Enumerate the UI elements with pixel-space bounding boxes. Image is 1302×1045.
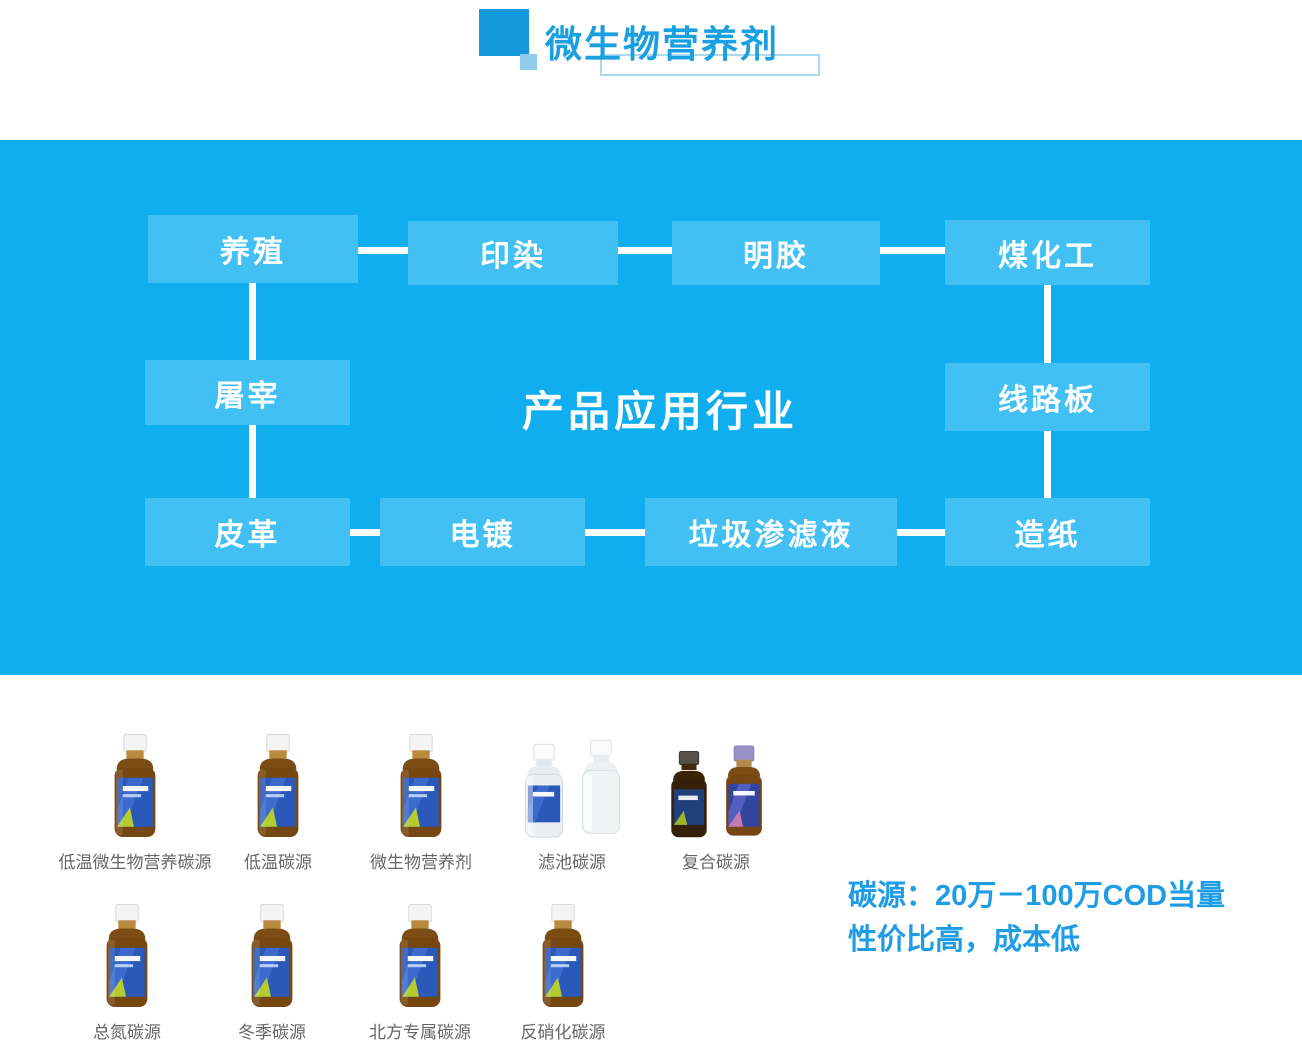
diagram-node-landfill-leachate: 垃圾渗滤液 [645,498,897,566]
diagram-node-circuit-board: 线路板 [945,363,1150,431]
product-bottle-image [518,733,627,839]
product-card: 滤池碳源 [487,733,657,873]
diagram-node-leather: 皮革 [145,498,350,566]
product-card: 北方专属碳源 [335,903,505,1043]
product-card: 微生物营养剂 [346,733,496,873]
product-card: 低温碳源 [203,733,353,873]
connector-line [897,529,945,536]
connector-line [880,247,945,254]
diagram-node-electroplating: 电镀 [380,498,585,566]
connector-line [249,283,256,360]
product-bottle-image [106,733,164,839]
product-card: 冬季碳源 [197,903,347,1043]
product-label: 低温碳源 [244,853,312,872]
product-bottle-image [249,733,307,839]
product-card: 低温微生物营养碳源 [35,733,235,873]
note-line-1: 碳源：20万－100万COD当量 [848,880,1226,912]
connector-line [618,247,672,254]
product-label: 低温微生物营养碳源 [58,853,212,872]
product-label: 微生物营养剂 [370,853,472,872]
product-bottle-image [391,903,449,1009]
product-card: 复合碳源 [641,733,791,873]
product-bottle-image [98,903,156,1009]
diagram-node-coal-chemical: 煤化工 [945,220,1150,285]
title-square-icon [479,9,529,56]
product-bottle-image [392,733,450,839]
diagram-center-title: 产品应用行业 [522,388,799,435]
product-card: 反硝化碳源 [488,903,638,1043]
connector-line [1044,285,1051,363]
title-underline-box [600,54,820,76]
diagram-node-papermaking: 造纸 [945,498,1150,566]
connector-line [585,529,645,536]
connector-line [358,247,408,254]
diagram-node-gelatin: 明胶 [672,221,880,285]
product-bottle-image [664,733,769,839]
product-label: 滤池碳源 [538,853,606,872]
connector-line [249,425,256,498]
product-label: 冬季碳源 [238,1023,306,1042]
product-bottle-image [243,903,301,1009]
industry-diagram-banner: 养殖 印染 明胶 煤化工 屠宰 线路板 皮革 电镀 垃圾渗滤液 造纸 产品应用行… [0,140,1302,675]
diagram-node-printing-dyeing: 印染 [408,221,618,285]
product-bottle-image [534,903,592,1009]
product-label: 北方专属碳源 [369,1023,471,1042]
page-title: 微生物营养剂 [545,24,779,65]
note-line-2: 性价比高，成本低 [848,924,1081,956]
product-label: 总氮碳源 [93,1023,161,1042]
title-square-small-icon [520,54,537,70]
product-label: 反硝化碳源 [520,1023,606,1042]
connector-line [1044,431,1051,498]
product-card: 总氮碳源 [52,903,202,1043]
carbon-source-note: 碳源：20万－100万COD当量 性价比高，成本低 [848,874,1225,962]
diagram-node-slaughter: 屠宰 [145,360,350,425]
diagram-node-breeding: 养殖 [148,215,358,283]
product-label: 复合碳源 [682,853,750,872]
connector-line [350,529,380,536]
